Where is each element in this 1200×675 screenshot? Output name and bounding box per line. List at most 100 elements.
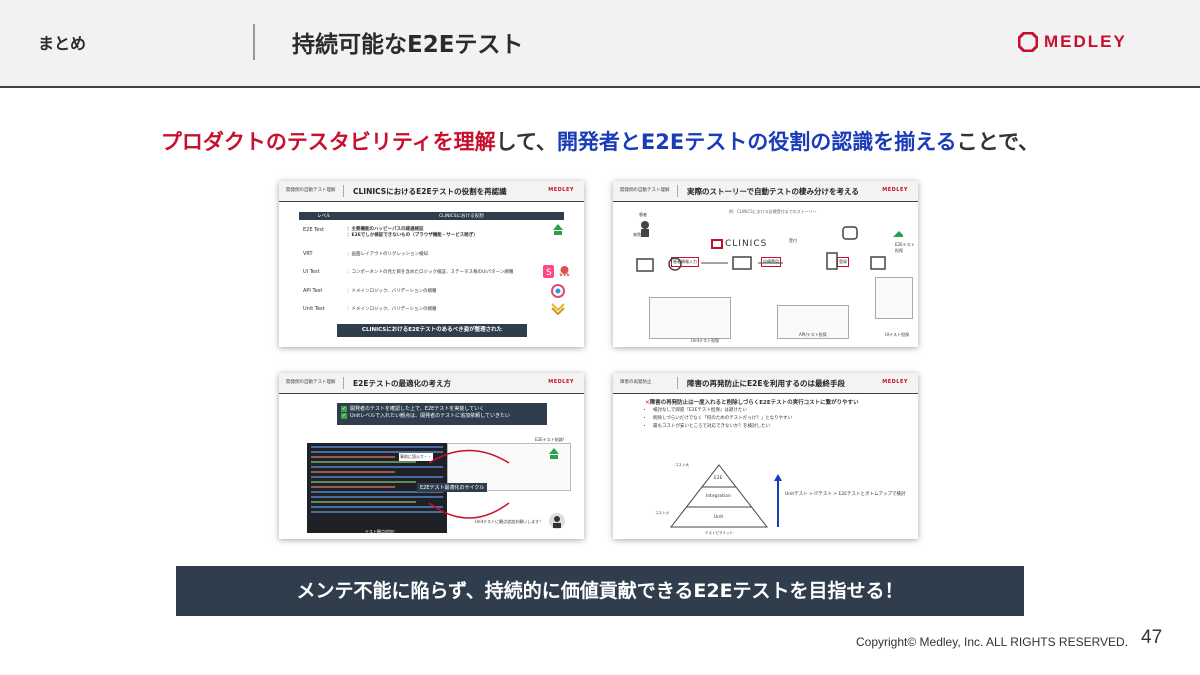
thumb-logo: MEDLEY [548,379,574,385]
headline-part-3: 開発者とE2Eテストの役割の認識を揃える [556,130,957,154]
section-label: まとめ [38,34,87,53]
bubble-label: 事前に読んで・・ [399,453,433,461]
thumb-divider [343,377,344,389]
story-flow-icons [636,221,903,272]
role-header-level: レベル [317,214,331,219]
pyramid-e2e: E2E [714,476,723,481]
story-label: 患者情報入力 [671,257,699,267]
regression-lead: ✕障害の再発防止は一度入れると削除しづらくE2Eテストの実行コストに繋がりやすい [645,398,859,406]
thumb-logo: MEDLEY [882,187,908,193]
add-viewpoint-label: テスト観点追加！ [365,529,397,534]
clinics-logo: CLINICS [711,239,767,249]
level-label: UI Test [303,269,320,275]
pyramid-integration: Integration [706,494,731,499]
level-desc: ：コンポーネントの見た目を含めたロジック検証、ステータス毎のUIパターン網羅 [347,270,514,275]
slide-title: 持続可能なE2Eテスト [292,32,524,58]
thumbnail-e2e-role: 開発側の自動テスト理解 CLINICSにおけるE2Eテストの役割を再認識 MED… [279,181,584,347]
headline-part-2: して、 [495,130,557,154]
thumb-section: 開発側の自動テスト理解 [286,380,336,385]
arrow-label: Unitテスト > ITテスト > E2Eテストとボトムアップで検討 [785,492,906,497]
headline-part-4: ことで、 [956,130,1040,154]
thumb-divider [343,185,344,197]
thumb-section: 開発側の自動テスト理解 [620,188,670,193]
test-pyramid [669,464,769,528]
level-label: API Test [303,288,323,294]
thumb-header: 開発側の自動テスト理解 CLINICSにおけるE2Eテストの役割を再認識 MED… [279,181,584,202]
medley-logo: MEDLEY [1018,32,1127,52]
cross-icon: ✕ [645,400,650,406]
story-label: 受付 [789,238,797,243]
page-number: 47 [1141,627,1163,648]
e2e-reduce-label: E2Eテスト削減！ [535,437,567,442]
bullet-item: 最もコストが安いところで対応できないか？を検討したい [653,423,792,431]
bullet-item: 削除しづらいだけでなく「何のためのテストだっけ？」となりやすい [653,415,792,423]
clinics-mark-icon [711,239,723,249]
level-label: VRT [303,251,313,257]
axis-top-label: コスト大 [675,463,689,467]
check-item: ✓開発者のテストを確認した上で、E2Eテストを実装していく [341,405,543,412]
pyramid-unit: Unit [714,515,724,520]
story-screenshot [649,297,731,339]
check-item: ✓Unitレベルで入れたい観点は、開発者のテストに追加依頼していきたい [341,412,543,419]
cycle-label: E2Eテスト最適化のサイクル [417,483,488,492]
lead-text: 障害の再発防止は一度入れると削除しづらくE2Eテストの実行コストに繋がりやすい [649,400,859,406]
thumbnail-story: 開発側の自動テスト理解 実際のストーリーで自動テストの棲み分けを考える MEDL… [613,181,918,347]
clinics-text: CLINICS [725,239,768,249]
octopus-icon [559,266,570,277]
thumb-divider [677,185,678,197]
e2e-tool-icon [549,448,559,459]
slide-header: まとめ 持続可能なE2Eテスト MEDLEY [0,0,1200,88]
bullet-item: 検討なしで即座『E2Eテスト担保』は避けたい [653,407,792,415]
thumb-logo: MEDLEY [882,379,908,385]
thumb-title: CLINICSにおけるE2Eテストの役割を再認識 [353,187,507,196]
thumb-header: 開発側の自動テスト理解 E2Eテストの最適化の考え方 MEDLEY [279,373,584,394]
level-desc: ：ドメインロジック、バリデーションの網羅 [347,289,437,294]
check-icon: ✓ [341,413,347,419]
axis-x-label: テストピラミッド [705,531,733,535]
regression-bullets: 検討なしで即座『E2Eテスト担保』は避けたい 削除しづらいだけでなく「何のための… [643,407,792,431]
level-label: Unit Test [303,306,325,312]
role-table-header: レベル CLINICSにおける役割 [299,212,564,220]
level-label: E2E Test [303,227,324,233]
thumbnail-regression: 障害の再発防止 障害の再発防止にE2Eを利用するのは最終手段 MEDLEY ✕障… [613,373,918,539]
cycle-arrows [428,449,510,519]
story-label: 患者 [639,212,647,217]
copyright: Copyright© Medley, Inc. ALL RIGHTS RESER… [856,635,1129,649]
medley-logo-icon [1018,32,1038,52]
story-screenshot [875,277,913,319]
story-label: E2Eテスト担保 [895,242,915,253]
developer-avatar [549,513,565,529]
unit-request-label: Unitテストに観点追加お願いします！ [475,519,544,524]
storybook-icon: S [543,265,554,278]
thumb-header: 障害の再発防止 障害の再発防止にE2Eを利用するのは最終手段 MEDLEY [613,373,918,394]
story-subtitle: 例：CLINICSにおける診療受付までのストーリー [729,209,817,214]
role-header-role: CLINICSにおける役割 [439,214,484,219]
story-screenshot [777,305,849,339]
story-label: 来院 [633,232,641,237]
thumb-section: 開発側の自動テスト理解 [286,188,336,193]
story-label: API/テスト担保 [799,332,827,337]
conclusion-banner: メンテ不能に陥らず、持続的に価値貢献できるE2Eテストを目指せる！ [176,566,1024,616]
thumb-title: 実際のストーリーで自動テストの棲み分けを考える [687,187,859,196]
check-box-list: ✓開発者のテストを確認した上で、E2Eテストを実装していく ✓Unitレベルで入… [337,403,547,425]
header-divider [253,24,255,60]
level-desc: ：主要機能のハッピーパスの疎通検証 ：E2Eでしか検証できないもの（ブラウザ機能… [347,227,478,238]
logo-text: MEDLEY [1044,32,1127,51]
unit-test-icon [551,303,565,315]
thumb-header: 開発側の自動テスト理解 実際のストーリーで自動テストの棲み分けを考える MEDL… [613,181,918,202]
thumbnail-e2e-optimization: 開発側の自動テスト理解 E2Eテストの最適化の考え方 MEDLEY ✓開発者のテ… [279,373,584,539]
thumb-logo: MEDLEY [548,187,574,193]
story-label: 診療費用 [761,257,781,267]
check-icon: ✓ [341,406,347,412]
headline-part-1: プロダクトのテスタビリティを理解 [160,130,496,154]
up-arrow-icon [774,474,782,527]
thumb-title: 障害の再発防止にE2Eを利用するのは最終手段 [687,379,845,388]
axis-bottom-label: コスト小 [655,511,669,515]
level-desc: ：画面レイアウトのリグレッション検知 [347,252,428,257]
svg-text:S: S [546,268,552,278]
level-desc: ：ドメインロジック、バリデーションの網羅 [347,307,437,312]
story-label: UIテスト担保 [885,332,910,337]
api-test-icon [551,284,565,298]
check-text: Unitレベルで入れたい観点は、開発者のテストに追加依頼していきたい [350,413,511,419]
story-label: Unitテスト担保 [691,338,720,343]
